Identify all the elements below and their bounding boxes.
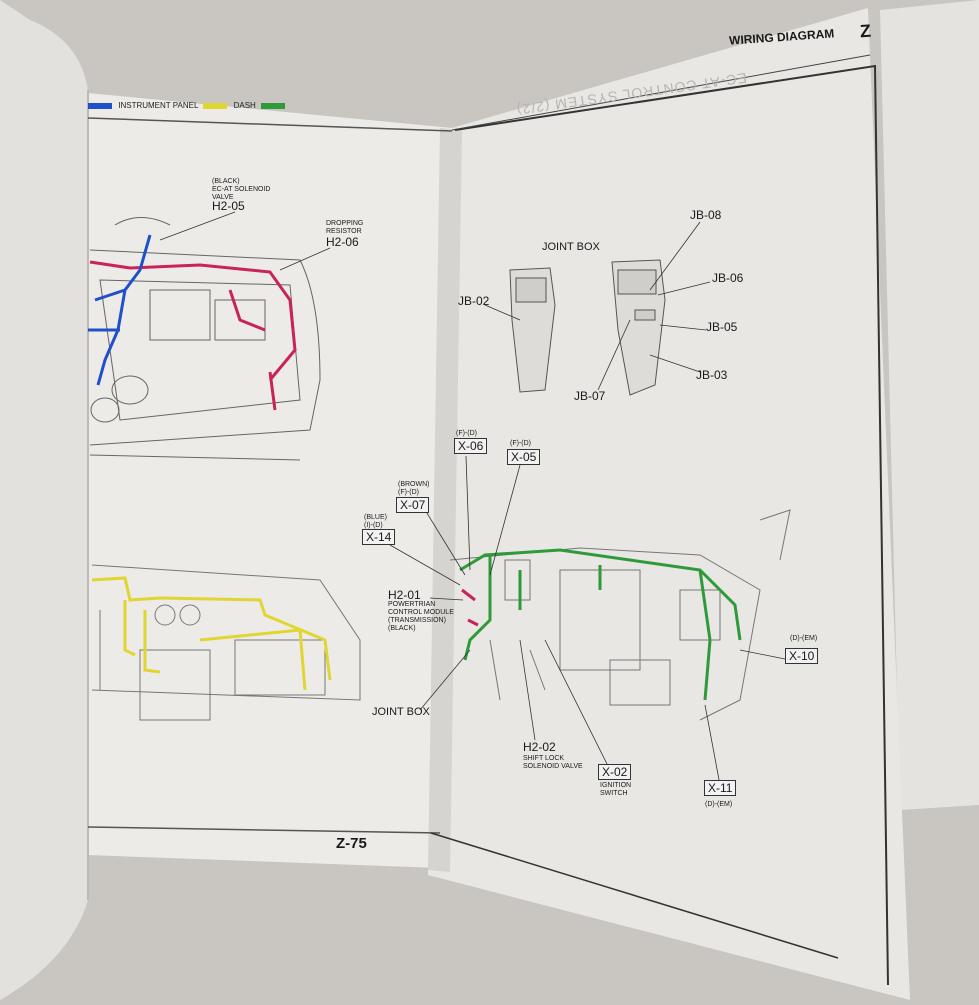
left-footer-rule [87,826,441,834]
x-11-code: X-11 [704,780,737,796]
legend-label-instrument: INSTRUMENT PANEL [118,101,199,110]
leader-lines [159,211,791,786]
x-07-note: (BROWN) (F)-(D) [398,481,430,496]
h2-02-code: H2-02 [523,740,556,754]
jb-07-label: JB-07 [574,389,606,403]
h2-06-note: DROPPING RESISTOR [326,220,364,235]
h2-01-code: H2-01 [388,588,421,602]
x-10-code: X-10 [785,648,819,664]
x-14-code: X-14 [362,529,396,545]
h2-01-note: POWERTRIAN CONTROL MODULE (TRANSMISSION)… [388,601,454,632]
x-02-note: IGNITION SWITCH [600,782,632,797]
jb-03-label: JB-03 [696,368,728,382]
joint-box-drawing [509,259,666,396]
left-page [88,93,452,868]
left-header-rule [87,117,453,132]
jb-02-label: JB-02 [458,294,490,308]
pcm-connector [461,588,479,627]
jb-06-label: JB-06 [712,271,744,285]
h2-05-code: H2-05 [212,199,245,213]
engine-bay-sketch [89,217,321,461]
x-06-code: X-06 [454,438,488,454]
x-14-note: (BLUE) (I)-(D) [364,514,387,529]
legend-swatch-green [261,102,286,109]
x-05-note: (F)-(D) [510,440,531,447]
jb-08-label: JB-08 [690,208,722,222]
joint-box-bottom-label: JOINT BOX [372,706,430,718]
dash-harness [459,548,742,701]
jb-05-label: JB-05 [706,320,738,334]
x-02-code: X-02 [598,764,632,780]
legend-swatch-blue [88,102,112,109]
x-07-code: X-07 [396,497,430,513]
legend-label-dash: DASH [233,101,256,110]
x-06-note: (F)-(D) [456,430,477,437]
joint-box-title: JOINT BOX [542,241,600,253]
x-10-note: (D)-(EM) [790,635,818,642]
h2-06-code: H2-06 [326,235,359,249]
right-page [428,8,910,1000]
curled-page [0,0,88,1000]
right-header-rule [451,54,871,131]
harness-legend: INSTRUMENT PANEL DASH [88,101,289,110]
h2-05-note: (BLACK) EC-AT SOLENOID VALVE [212,178,271,201]
x-11-note: (D)-(EM) [705,801,733,808]
right-frame-bottom [430,832,839,959]
blue-harness [88,234,152,386]
right-frame-top [454,64,889,986]
x-05-code: X-05 [507,449,541,465]
section-letter: Z [859,20,872,42]
instrument-panel-sketch [91,564,361,721]
instrument-harness [91,576,332,691]
h2-02-note: SHIFT LOCK SOLENOID VALVE [523,755,583,770]
background-book [880,0,979,810]
gutter [428,128,462,872]
engine-harness [89,260,297,411]
legend-swatch-yellow [203,102,228,109]
page-number: Z-75 [336,835,367,852]
